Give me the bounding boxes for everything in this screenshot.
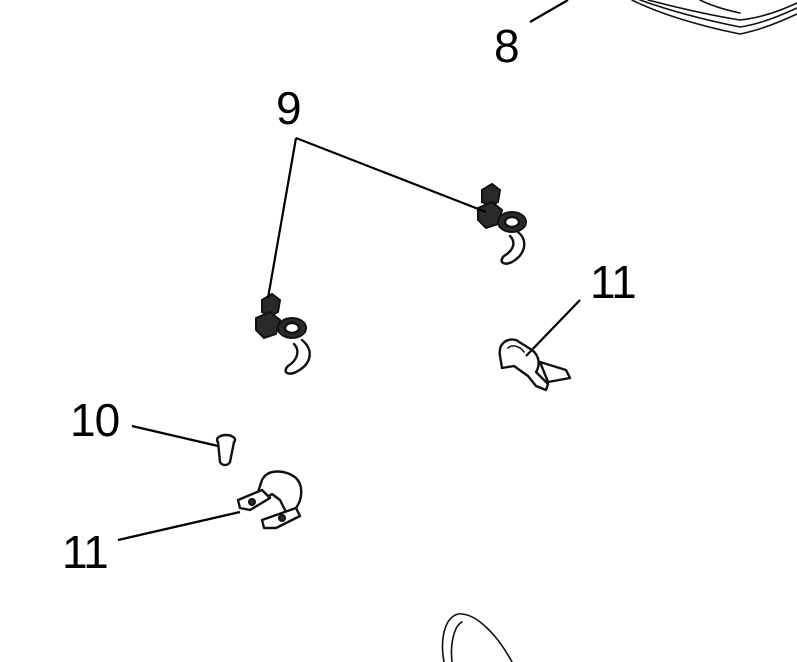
leader-9-left xyxy=(266,137,298,299)
partial-part-bottom xyxy=(441,613,513,662)
part-9-clamp-upper xyxy=(477,182,527,265)
part-11-bracket-lower xyxy=(236,470,303,530)
part-10-pin xyxy=(215,433,237,467)
callout-9: 9 xyxy=(276,82,301,134)
callout-10: 10 xyxy=(70,394,119,446)
leader-9-right xyxy=(295,136,487,214)
part-9-clamp-lower xyxy=(255,292,311,375)
part-11-bracket-right xyxy=(498,338,572,392)
leader-8 xyxy=(529,0,569,23)
callout-11-right: 11 xyxy=(590,256,636,308)
leader-11-right xyxy=(525,299,581,357)
callout-11-lower: 11 xyxy=(62,526,108,578)
leader-10 xyxy=(131,424,219,448)
leader-11-lower xyxy=(117,510,241,542)
part-8-housing xyxy=(631,0,797,35)
callout-8: 8 xyxy=(494,20,519,72)
